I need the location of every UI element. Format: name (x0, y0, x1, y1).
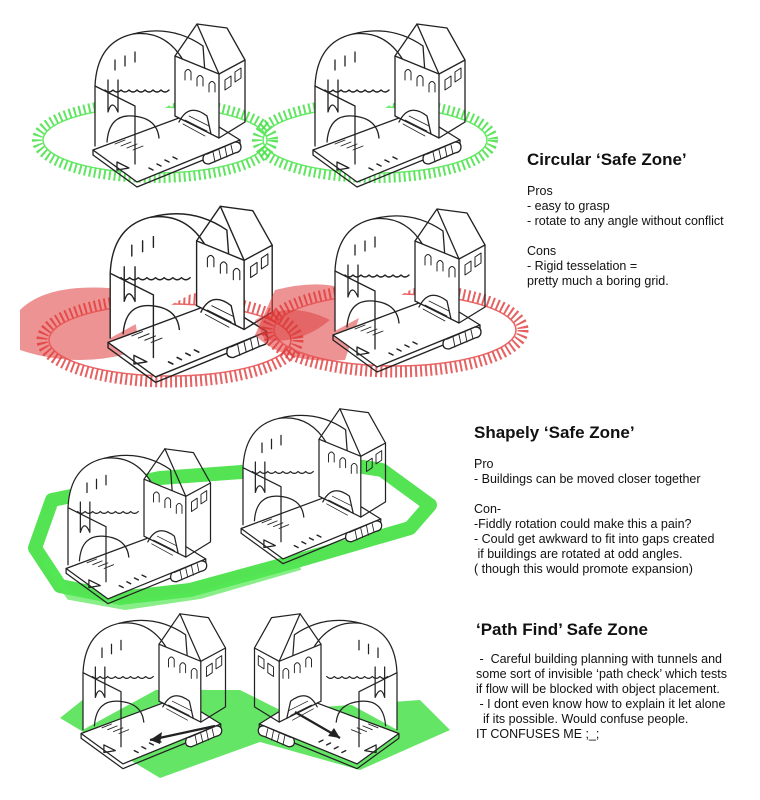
circular-zone-example-b (257, 24, 493, 187)
pathfind-line: if flow will be blocked with object plac… (476, 682, 727, 697)
shapely-zone-example (35, 409, 430, 606)
spacer (474, 487, 714, 502)
shapely-line: Con- (474, 502, 714, 517)
circular-zone-conflict-a (20, 206, 298, 382)
shapely-line: Pro (474, 457, 714, 472)
pathfind-line: - Careful building planning with tunnels… (476, 652, 727, 667)
pathfind-line: some sort of invisible ‘path check’ whic… (476, 667, 727, 682)
circular-line: pretty much a boring grid. (527, 274, 724, 289)
shapely-heading: Shapely ‘Safe Zone’ (474, 423, 714, 443)
spacer (527, 229, 724, 244)
pathfind-line: - I dont even know how to explain it let… (476, 697, 727, 712)
pathfind-line: IT CONFUSES ME ;_; (476, 727, 727, 742)
pathfind-safe-zone-notes: ‘Path Find’ Safe Zone - Careful building… (476, 620, 727, 742)
circular-line: - rotate to any angle without conflict (527, 214, 724, 229)
circular-heading: Circular ‘Safe Zone’ (527, 150, 724, 170)
shapely-safe-zone-notes: Shapely ‘Safe Zone’ Pro - Buildings can … (474, 423, 714, 577)
shapely-line: -Fiddly rotation could make this a pain? (474, 517, 714, 532)
shapely-line: - Could get awkward to fit into gaps cre… (474, 532, 714, 547)
circular-line: Cons (527, 244, 724, 259)
circular-zone-example-a (37, 24, 273, 187)
pathfind-zone-example (60, 614, 450, 778)
circular-zone-conflict-b (255, 209, 523, 372)
circular-line: Pros (527, 184, 724, 199)
pathfind-heading: ‘Path Find’ Safe Zone (476, 620, 727, 640)
pathfind-line: if its possible. Would confuse people. (476, 712, 727, 727)
shapely-line: ( though this would promote expansion) (474, 562, 714, 577)
shapely-line: if buildings are rotated at odd angles. (474, 547, 714, 562)
circular-line: - Rigid tesselation = (527, 259, 724, 274)
circular-safe-zone-notes: Circular ‘Safe Zone’ Pros - easy to gras… (527, 150, 724, 289)
shapely-line: - Buildings can be moved closer together (474, 472, 714, 487)
circular-line: - easy to grasp (527, 199, 724, 214)
